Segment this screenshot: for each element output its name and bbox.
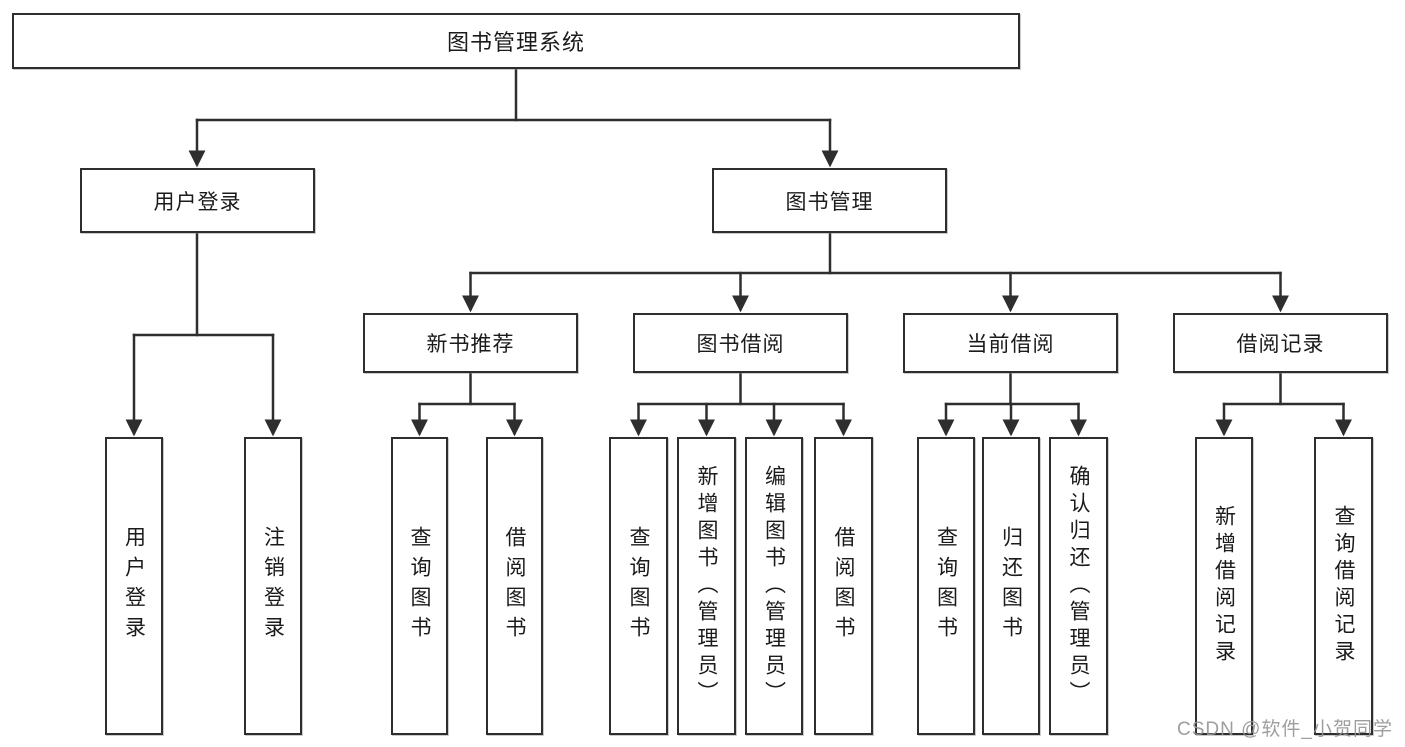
node-label: 借阅记录 xyxy=(1236,333,1325,356)
leaf-return-book: 归还图书 xyxy=(982,437,1040,735)
node-user-login-branch: 用户登录 xyxy=(80,168,315,233)
node-label: 图书借阅 xyxy=(696,333,785,356)
node-label: 当前借阅 xyxy=(966,333,1055,356)
node-label: 用户登录 xyxy=(153,190,242,214)
node-label: 确认归还（管理员） xyxy=(1067,464,1090,708)
node-label: 新书推荐 xyxy=(426,333,515,356)
leaf-add-book-admin: 新增图书（管理员） xyxy=(677,437,736,735)
node-label: 查询图书 xyxy=(627,526,650,646)
node-label: 新增借阅记录 xyxy=(1212,505,1236,667)
node-library-management-system: 图书管理系统 xyxy=(12,13,1020,69)
node-new-book-recommendation: 新书推荐 xyxy=(363,313,578,373)
node-label: 查询借阅记录 xyxy=(1332,505,1355,667)
leaf-borrow-books: 借阅图书 xyxy=(814,437,873,735)
leaf-query-books-borrowing: 查询图书 xyxy=(609,437,668,735)
node-book-management-branch: 图书管理 xyxy=(712,168,947,233)
leaf-edit-book-admin: 编辑图书（管理员） xyxy=(745,437,803,735)
node-label: 新增图书（管理员） xyxy=(695,464,718,708)
node-label: 借阅图书 xyxy=(503,526,526,646)
node-borrowing-records: 借阅记录 xyxy=(1173,313,1388,373)
csdn-watermark: CSDN @软件_小贺同学 xyxy=(1177,719,1393,740)
node-book-borrowing: 图书借阅 xyxy=(633,313,848,373)
node-label: 图书管理系统 xyxy=(446,30,585,55)
node-current-borrowing: 当前借阅 xyxy=(903,313,1118,373)
node-label: 注销登录 xyxy=(261,526,285,646)
node-label: 编辑图书（管理员） xyxy=(762,464,786,708)
node-label: 图书管理 xyxy=(785,190,874,214)
leaf-query-books-current: 查询图书 xyxy=(917,437,975,735)
node-label: 查询图书 xyxy=(934,526,958,646)
leaf-add-borrow-record: 新增借阅记录 xyxy=(1195,437,1253,735)
leaf-query-books-recommend: 查询图书 xyxy=(391,437,448,735)
node-label: 归还图书 xyxy=(999,526,1023,646)
node-label: 查询图书 xyxy=(408,526,431,646)
leaf-query-borrow-record: 查询借阅记录 xyxy=(1314,437,1373,735)
node-label: 用户登录 xyxy=(122,526,146,646)
leaf-confirm-return-admin: 确认归还（管理员） xyxy=(1049,437,1108,735)
leaf-borrow-books-recommend: 借阅图书 xyxy=(486,437,543,735)
leaf-user-login: 用户登录 xyxy=(105,437,163,735)
node-label: 借阅图书 xyxy=(832,526,855,646)
leaf-logout: 注销登录 xyxy=(244,437,302,735)
